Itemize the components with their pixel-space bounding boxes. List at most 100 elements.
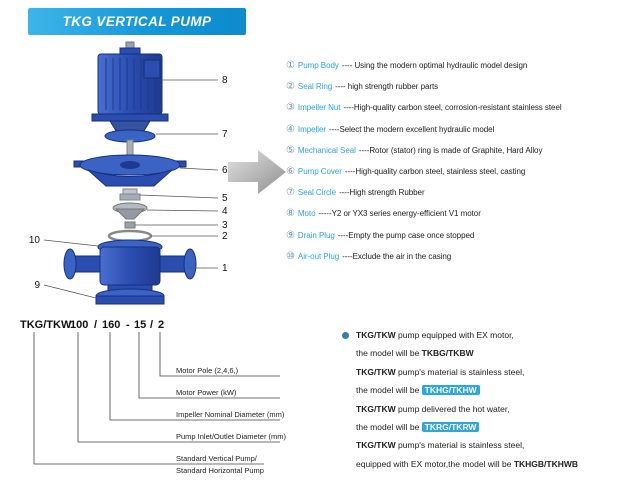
model-name-badge: TKHG/TKHW — [421, 385, 480, 396]
impeller-nut-shape — [124, 221, 136, 229]
label-series-line2: Standard Horizontal Pump — [176, 466, 264, 475]
model-code-diameter: 160 — [102, 319, 120, 331]
model-code-inlet: 100 — [70, 319, 88, 331]
part-number-icon: ⑧ — [286, 208, 295, 220]
part-item-mechanical-seal: ⑤ Mechanical Seal ----Rotor (stator) rin… — [286, 145, 616, 156]
part-item-seal-circle: ⑦ Seal Circle ----High strength Rubber — [286, 187, 616, 198]
note-line: the model will be TKBG/TKBW — [356, 348, 612, 359]
part-number-icon: ③ — [286, 102, 295, 114]
part-name: Pump Body — [297, 61, 339, 70]
part-name: Pump Cover — [297, 166, 342, 176]
note-text: pump delivered the hot water, — [395, 403, 510, 414]
callout-6: 6 — [222, 165, 228, 176]
note-line: TKG/TKW pump delivered the hot water, — [356, 404, 612, 415]
part-name: Seal Circle — [297, 188, 337, 198]
bullet-icon — [342, 332, 349, 339]
part-item-seal-ring: ② Seal Ring ---- high strength rubber pa… — [286, 81, 616, 92]
callout-leader-lines — [43, 79, 219, 299]
callout-9: 9 — [34, 280, 40, 291]
variant-notes: TKG/TKW pump equipped with EX motor, the… — [342, 330, 612, 477]
part-number-icon: ④ — [286, 123, 295, 135]
note-text: equipped with EX motor,the model will be — [356, 458, 514, 469]
note-text: the model will be — [356, 421, 422, 432]
part-desc: -----Y2 or YX3 series energy-efficient V… — [318, 209, 481, 219]
part-number-icon: ⑨ — [286, 229, 295, 241]
motor-flange-shape — [104, 120, 156, 143]
model-code-sep3: / — [150, 319, 153, 331]
part-item-air-out-plug: ⑩ Air-out Plug ----Exclude the air in th… — [286, 251, 616, 262]
part-item-drain-plug: ⑨ Drain Plug ----Empty the pump case onc… — [286, 230, 616, 241]
part-name: Mechanical Seal — [297, 145, 356, 155]
part-desc: ----High-quality carbon steel, corrosion… — [343, 103, 562, 113]
note-text: pump's material is stainless steel, — [395, 366, 525, 377]
arrow-right-icon — [228, 150, 286, 194]
model-code-connector-lines — [33, 332, 280, 465]
part-desc: ----High strength Rubber — [339, 188, 425, 198]
part-desc: ----Empty the pump case once stopped — [337, 230, 475, 240]
part-desc: ----Exclude the air in the casing — [342, 251, 452, 261]
pump-cover-shape — [73, 154, 187, 187]
note-text: pump's material is stainless steel, — [395, 440, 525, 451]
motor-shape — [91, 41, 169, 122]
label-motor-power: Motor Power (kW) — [176, 388, 237, 397]
model-name: TKHGB/TKHWB — [513, 458, 579, 469]
part-desc: ----Rotor (stator) ring is made of Graph… — [358, 145, 543, 155]
label-impeller-diameter: Impeller Nominal Diameter (mm) — [176, 410, 285, 419]
part-name: Impeller — [297, 124, 326, 134]
callout-4: 4 — [222, 206, 228, 217]
part-item-pump-body: ① Pump Body ---- Using the modern optima… — [286, 60, 616, 71]
note-lead: TKG/TKW — [356, 366, 396, 377]
note-line: the model will be TKRG/TKRW — [356, 421, 612, 433]
part-desc: ---- Using the modern optimal hydraulic … — [341, 61, 528, 70]
part-name: Drain Plug — [297, 230, 335, 240]
part-number-icon: ⑤ — [286, 144, 295, 156]
part-name: Seal Ring — [297, 82, 333, 92]
model-name: TKBG/TKBW — [421, 348, 474, 359]
part-desc: ----Select the modern excellent hydrauli… — [328, 124, 495, 134]
part-number-icon: ⑥ — [286, 165, 295, 177]
model-code-breakdown: TKG/TKW 100 / 160 - 15 / 2 Motor Pole (2… — [20, 319, 287, 475]
model-code-power: 15 — [134, 319, 146, 331]
part-desc: ----High-quality carbon steel, stainless… — [344, 166, 526, 176]
part-item-pump-cover: ⑥ Pump Cover ----High-quality carbon ste… — [286, 166, 616, 177]
mechanical-seal-shape — [119, 188, 141, 201]
note-line: equipped with EX motor,the model will be… — [356, 459, 612, 470]
model-code-sep2: - — [126, 319, 130, 331]
part-number-icon: ② — [286, 81, 295, 93]
callout-1: 1 — [222, 263, 228, 274]
note-text: pump equipped with EX motor, — [395, 330, 514, 340]
callout-8: 8 — [222, 75, 228, 86]
callout-10: 10 — [29, 235, 41, 246]
part-name: Moto — [297, 209, 316, 219]
part-name: Impeller Nut — [297, 103, 341, 113]
note-lead: TKG/TKW — [356, 440, 396, 451]
part-number-icon: ⑦ — [286, 187, 295, 199]
callout-7: 7 — [222, 129, 228, 140]
note-line: the model will be TKHG/TKHW — [356, 385, 612, 396]
callout-3: 3 — [222, 220, 228, 231]
part-item-motor: ⑧ Moto -----Y2 or YX3 series energy-effi… — [286, 208, 616, 219]
parts-list: ① Pump Body ---- Using the modern optima… — [286, 60, 616, 272]
note-line: TKG/TKW pump's material is stainless ste… — [356, 440, 612, 451]
title-banner: TKG VERTICAL PUMP — [28, 8, 246, 35]
label-motor-pole: Motor Pole (2,4,6,) — [176, 366, 239, 375]
note-line: TKG/TKW pump's material is stainless ste… — [356, 367, 612, 378]
callout-5: 5 — [222, 193, 228, 204]
pump-exploded-diagram: 8 7 6 5 4 3 2 1 10 9 — [29, 41, 228, 305]
model-code-sep1: / — [94, 319, 97, 331]
part-number-icon: ① — [286, 60, 295, 71]
part-item-impeller: ④ Impeller ----Select the modern excelle… — [286, 124, 616, 135]
part-desc: ---- high strength rubber parts — [335, 82, 439, 92]
part-name: Air-out Plug — [297, 251, 340, 261]
model-name-badge: TKRG/TKRW — [421, 421, 480, 432]
note-line: TKG/TKW pump equipped with EX motor, — [356, 330, 612, 341]
label-inlet-outlet: Pump Inlet/Outlet Diameter (mm) — [176, 432, 287, 441]
model-code-series: TKG/TKW — [20, 319, 72, 331]
part-number-icon: ⑩ — [286, 250, 295, 262]
note-lead: TKG/TKW — [356, 403, 396, 414]
part-item-impeller-nut: ③ Impeller Nut ----High-quality carbon s… — [286, 102, 616, 113]
model-code-pole: 2 — [158, 319, 164, 331]
note-text: the model will be — [356, 348, 422, 359]
impeller-shape — [112, 202, 148, 220]
